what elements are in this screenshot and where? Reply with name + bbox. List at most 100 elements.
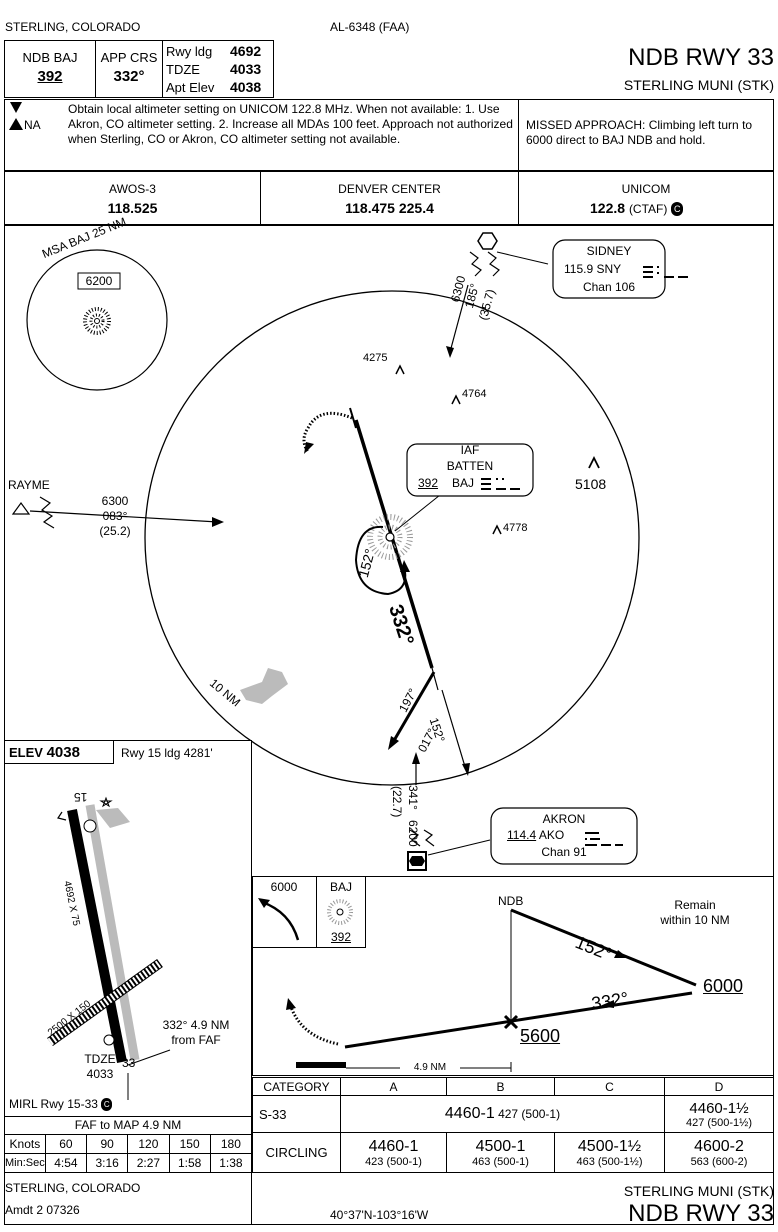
lighting-c-icon: C (101, 1098, 113, 1112)
minimums-table: CATEGORY A B C D S-33 4460-1 427 (500-1)… (252, 1077, 774, 1173)
tdze-label: TDZE (166, 62, 200, 77)
time-cell: 1:38 (209, 1153, 253, 1173)
awos-freq: 118.525 (107, 200, 158, 216)
apt-elev-value: 4038 (230, 79, 262, 95)
s33-d-cell: 4460-1½ 427 (500-1½) (664, 1095, 774, 1133)
sidney-chan: Chan 106 (582, 280, 636, 294)
category-cell: A (340, 1077, 447, 1096)
holding-pattern (354, 525, 407, 596)
akron-name: AKRON (542, 812, 586, 826)
s33-abc-sub: 427 (500-1) (498, 1107, 561, 1121)
rayme-name: RAYME (8, 478, 50, 492)
timing-time-row: Min:Sec 4:54 3:16 2:27 1:58 1:38 (4, 1153, 253, 1173)
rwy-end-33: 33 (122, 1056, 136, 1070)
obstacle-4778 (492, 524, 502, 535)
msa-ndb-symbol (83, 307, 111, 335)
baj-morse (481, 478, 520, 490)
category-cell: B (446, 1077, 555, 1096)
time-cell: 4:54 (44, 1153, 88, 1173)
faf-note-2: from FAF (171, 1033, 221, 1047)
sidney-line: 115.9 SNY (564, 262, 622, 276)
akron-chan: Chan 91 (541, 845, 587, 859)
category-label: CATEGORY (252, 1077, 341, 1096)
circling-main: 4600-2 (694, 1137, 744, 1155)
awos-name: AWOS-3 (109, 182, 156, 196)
profile-hold-freq: 392 (330, 930, 352, 944)
t-symbol-icon (10, 102, 22, 113)
lighting-text: MIRL Rwy 15-33 (9, 1097, 98, 1111)
profile-hold-box (252, 876, 366, 948)
iaf-name: BATTEN (446, 459, 494, 473)
sidney-box (552, 239, 666, 299)
s33-abc-cell: 4460-1 427 (500-1) (340, 1095, 665, 1133)
ring-10nm (144, 290, 640, 786)
circling-sub: 463 (500-1) (472, 1155, 529, 1168)
parking-circle (103, 1034, 115, 1046)
rwy-ldg-label: Rwy ldg (166, 44, 213, 59)
center-name: DENVER CENTER (338, 182, 441, 196)
tdze-diagram-value: 4033 (86, 1067, 114, 1081)
footer-city: STERLING, COLORADO (5, 1181, 141, 1195)
plan-view-frame (4, 225, 774, 1225)
sidney-vortac-symbol (469, 232, 500, 277)
time-cell: 1:58 (168, 1153, 211, 1173)
elev-box (4, 740, 114, 764)
akron-box (490, 807, 638, 865)
elev-label: ELEV (9, 745, 43, 760)
iaf-id: BAJ (452, 476, 475, 490)
msa-circle (26, 249, 168, 391)
runway-15-33 (67, 809, 127, 1063)
baj-ndb-symbol (367, 514, 413, 560)
unicom-freq: 122.8 (CTAF) C (590, 200, 684, 217)
circling-main: 4500-1½ (577, 1137, 642, 1155)
akron-freq: 114.4 (507, 828, 537, 842)
akron-id: AKO (538, 828, 565, 842)
footer-title: NDB RWY 33 (628, 1200, 774, 1227)
profile-remain: Remain (674, 898, 716, 912)
footer-amdt: Amdt 2 07326 (5, 1203, 80, 1217)
rayme-alt: 6300 (101, 494, 129, 508)
tdze-value: 4033 (230, 61, 262, 77)
obst-5108-label: 5108 (575, 476, 607, 492)
unicom-name: UNICOM (621, 182, 671, 196)
elev-value: 4038 (46, 744, 80, 761)
obstacle-4764 (451, 394, 461, 405)
akron-line: 114.4 AKO (507, 828, 564, 842)
circling-main: 4460-1 (368, 1137, 419, 1155)
missed-approach-text: MISSED APPROACH: Climbing left turn to 6… (526, 118, 753, 147)
profile-dist: 4.9 NM (400, 1062, 460, 1073)
s33-d-main: 4460-1½ (689, 1099, 749, 1117)
lighting-note: MIRL Rwy 15-33 C (9, 1097, 113, 1112)
s33-d-sub: 427 (500-1½) (685, 1116, 753, 1129)
procedure-id: AL-6348 (FAA) (330, 20, 410, 34)
procedure-title: NDB RWY 33 (628, 44, 774, 71)
profile-hold-fix: BAJ (329, 880, 352, 894)
obst-4778-label: 4778 (503, 522, 528, 534)
time-cell: 3:16 (85, 1153, 129, 1173)
iaf-freq: 392 (418, 476, 439, 490)
footer-airport: STERLING MUNI (STK) (623, 1183, 774, 1199)
airport-name: STERLING MUNI (STK) (623, 77, 774, 93)
apt-elev-label: Apt Elev (166, 80, 215, 95)
ako-morse (585, 832, 623, 846)
minimums-category-row: CATEGORY A B C D (252, 1077, 774, 1096)
comms-box (4, 171, 774, 225)
rwy15-ldg: Rwy 15 ldg 4281' (121, 746, 213, 760)
ndb-label: NDB BAJ (22, 50, 78, 65)
unicom-freq-value: 122.8 (590, 200, 626, 216)
profile-alt-5600: 5600 (520, 1026, 561, 1046)
s33-abc-main: 4460-1 (444, 1105, 495, 1122)
header-info-box (4, 40, 274, 98)
category-cell: D (664, 1077, 774, 1096)
sidney-morse (643, 266, 688, 278)
sidney-name: SIDNEY (586, 244, 632, 258)
ctaf-c-icon: C (671, 202, 684, 217)
circling-sub: 423 (500-1) (365, 1155, 422, 1168)
rayme-crs: 083° (102, 509, 128, 523)
center-freq: 118.475 225.4 (345, 200, 434, 216)
profile-ndb-symbol (327, 899, 353, 925)
beacon-circle (83, 819, 97, 833)
minimums-s33-row: S-33 4460-1 427 (500-1) 4460-1½ 427 (500… (252, 1095, 774, 1133)
profile-alt-6000: 6000 (703, 976, 744, 996)
